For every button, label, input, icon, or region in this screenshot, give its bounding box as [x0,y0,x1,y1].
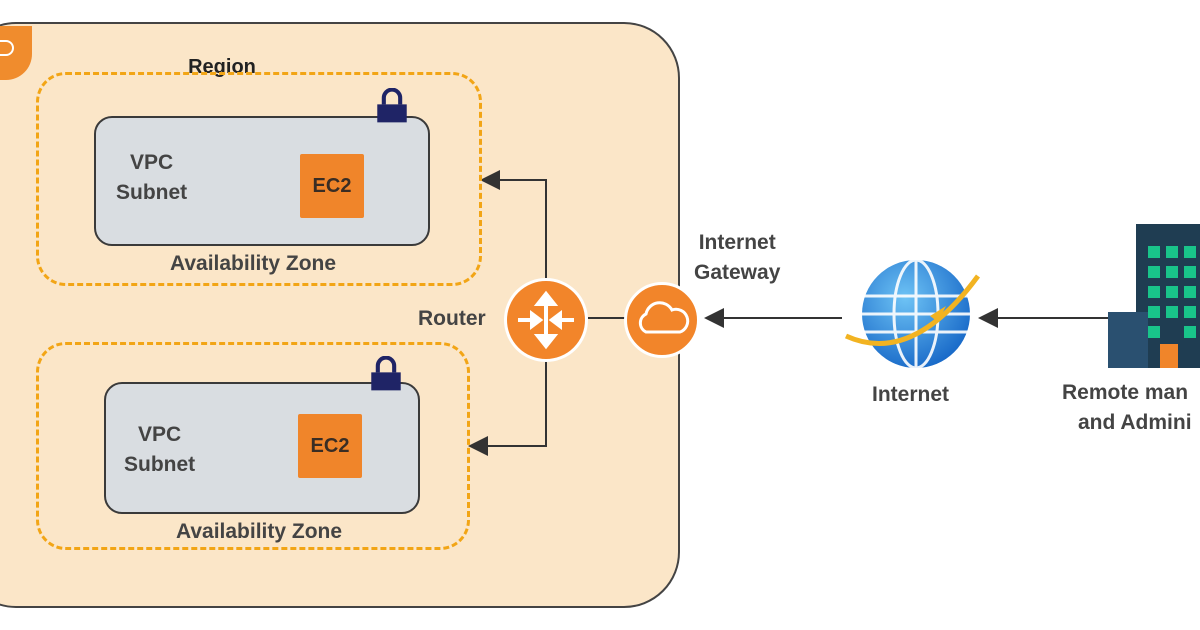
availability-zone-2-label: Availability Zone [175,520,343,543]
router-arrows-icon [518,290,574,350]
cloud-icon [638,301,690,334]
vpc-label: VPC [130,151,174,174]
subnet-label: Subnet [124,453,196,476]
ec2-instance-2: EC2 [298,414,362,478]
vpc-label: VPC [138,423,182,446]
lock-icon [377,88,407,123]
vpc-subnet-2 [104,382,420,514]
gateway-label-line1: Internet [698,231,776,254]
vpc-subnet-2-label: VPC Subnet [124,420,195,480]
remote-label-line1: Remote man [1062,381,1189,404]
internet-gateway-label: Internet Gateway [694,228,780,288]
availability-zone-1 [36,72,482,286]
availability-zone-2 [36,342,470,550]
gateway-label-line2: Gateway [694,261,781,284]
office-building-icon [1108,224,1200,368]
ec2-instance-1: EC2 [300,154,364,218]
vpc-subnet-1 [94,116,430,246]
remote-label-line2: and Admini [1078,411,1192,434]
router-to-zone2-arrow [468,350,547,456]
globe-icon [844,258,981,370]
subnet-label: Subnet [116,181,188,204]
router-label: Router [418,307,486,330]
availability-zone-1-label: Availability Zone [169,252,337,275]
router-to-zone1-arrow [480,170,547,290]
vpc-subnet-1-label: VPC Subnet [116,148,187,208]
internet-label: Internet [872,383,950,406]
remote-admin-label: Remote man and Admini [1062,378,1192,438]
lock-icon [371,356,401,391]
